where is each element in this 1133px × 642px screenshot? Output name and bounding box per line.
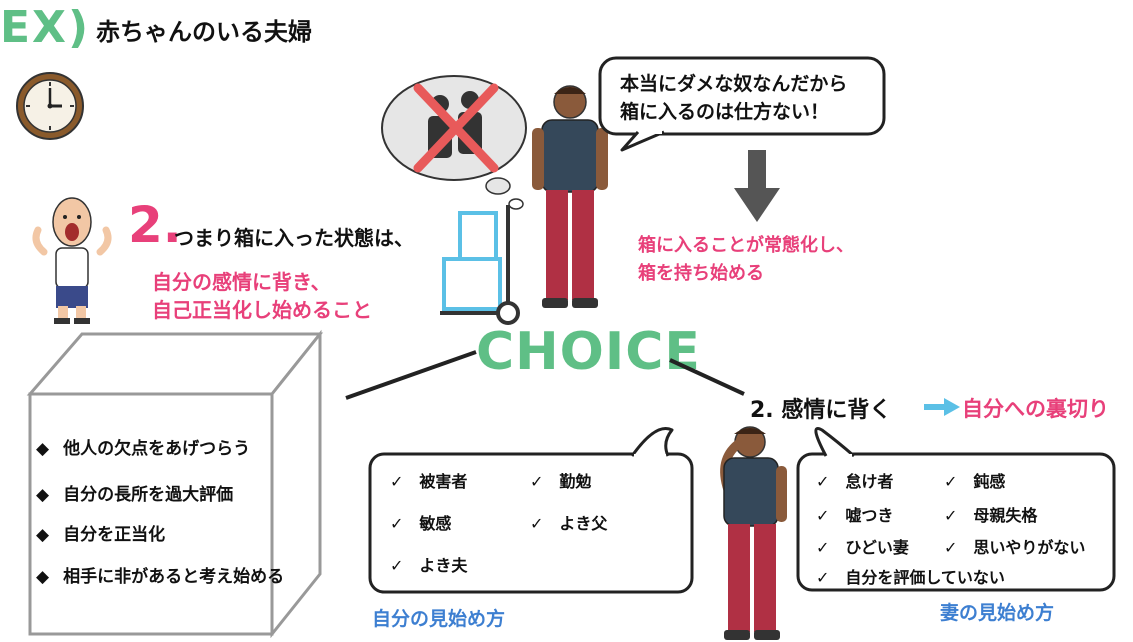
self-view-item: ✓ 敏感 xyxy=(390,510,451,534)
wife-view-item-label: 自分を評価していない xyxy=(845,568,1005,587)
box-behavior-label: 自分の長所を過大評価 xyxy=(63,485,234,505)
wife-view-item: ✓ ひどい妻 xyxy=(816,534,909,558)
wife-view-item-label: ひどい妻 xyxy=(845,538,909,557)
check-icon: ✓ xyxy=(816,472,830,491)
self-view-item-label: 勤勉 xyxy=(559,472,592,491)
choice-branch-lines xyxy=(345,350,745,400)
result-line-1: 箱に入ることが常態化し、 xyxy=(638,235,854,256)
worried-man-illustration xyxy=(32,197,112,324)
speech-text-top: 本当にダメな奴なんだから 箱に入るのは仕方ない！ xyxy=(620,70,890,126)
diamond-bullet: ◆ xyxy=(36,439,50,459)
branch-result: 自分への裏切り xyxy=(962,397,1109,421)
wife-view-item: ✓ 自分を評価していない xyxy=(816,564,1005,588)
cross-icon xyxy=(413,83,499,173)
thinking-man-illustration xyxy=(720,426,787,640)
wife-view-item: ✓ 思いやりがない xyxy=(944,534,1085,558)
check-icon: ✓ xyxy=(944,472,958,491)
point-subtext-line1: 自分の感情に背き、 xyxy=(152,270,331,294)
check-icon: ✓ xyxy=(816,506,830,525)
wife-view-item-label: 母親失格 xyxy=(973,506,1038,525)
point-number: 2. xyxy=(128,196,182,254)
self-view-item: ✓ 勤勉 xyxy=(530,468,591,492)
right-arrow-icon xyxy=(924,398,960,416)
choice-label: CHOICE xyxy=(476,322,701,382)
ex-label: EX) xyxy=(0,2,91,53)
standing-man-illustration xyxy=(532,85,608,308)
self-view-caption: 自分の見始め方 xyxy=(372,608,506,630)
box-behavior-item: ◆ 相手に非があると考え始める xyxy=(36,562,284,587)
box-behavior-item: ◆ 自分を正当化 xyxy=(36,520,165,545)
self-view-item-label: 敏感 xyxy=(419,514,452,533)
wife-view-item-label: 嘘つき xyxy=(845,506,894,525)
check-icon: ✓ xyxy=(816,538,830,557)
box-behavior-label: 相手に非があると考え始める xyxy=(63,567,285,587)
result-line-2: 箱を持ち始める xyxy=(638,263,764,284)
check-icon: ✓ xyxy=(530,472,544,491)
wife-view-item-label: 怠け者 xyxy=(845,472,894,491)
clock-icon xyxy=(16,72,84,140)
down-arrow-icon xyxy=(734,150,780,222)
wife-view-caption: 妻の見始め方 xyxy=(940,602,1055,624)
speech-bubble-top xyxy=(598,56,886,152)
diamond-bullet: ◆ xyxy=(36,485,50,505)
wife-view-bubble xyxy=(796,427,1116,592)
check-icon: ✓ xyxy=(390,514,404,533)
point-subtext-line2: 自己正当化し始めること xyxy=(152,298,372,322)
self-view-item-label: 被害者 xyxy=(419,472,468,491)
wife-view-item: ✓ 鈍感 xyxy=(944,468,1005,492)
check-icon: ✓ xyxy=(530,514,544,533)
self-view-item: ✓ よき父 xyxy=(530,510,607,534)
wife-view-item: ✓ 母親失格 xyxy=(944,502,1037,526)
hand-truck xyxy=(440,205,520,325)
branch-label: 2. 感情に背く xyxy=(750,398,892,423)
box-behavior-label: 自分を正当化 xyxy=(63,525,166,545)
speech-line-1: 本当にダメな奴なんだから xyxy=(620,73,848,95)
wife-view-item-label: 鈍感 xyxy=(973,472,1006,491)
self-view-item-label: よき夫 xyxy=(419,556,468,575)
self-view-bubble xyxy=(368,427,694,594)
wife-view-item-label: 思いやりがない xyxy=(973,538,1086,557)
box-behavior-label: 他人の欠点をあげつらう xyxy=(63,439,251,459)
point-text: つまり箱に入った状態は、 xyxy=(174,226,414,250)
diamond-bullet: ◆ xyxy=(36,525,50,545)
box-illustration xyxy=(26,329,324,638)
diamond-bullet: ◆ xyxy=(36,567,50,587)
speech-line-2: 箱に入るのは仕方ない！ xyxy=(620,101,830,123)
box-behavior-item: ◆ 他人の欠点をあげつらう xyxy=(36,434,250,459)
result-text-top: 箱に入ることが常態化し、 箱を持ち始める xyxy=(638,232,854,288)
box-behavior-item: ◆ 自分の長所を過大評価 xyxy=(36,480,233,505)
check-icon: ✓ xyxy=(816,568,830,587)
self-view-item: ✓ 被害者 xyxy=(390,468,467,492)
self-view-item: ✓ よき夫 xyxy=(390,552,467,576)
check-icon: ✓ xyxy=(390,472,404,491)
wife-view-item: ✓ 怠け者 xyxy=(816,468,893,492)
check-icon: ✓ xyxy=(944,538,958,557)
wife-view-item: ✓ 嘘つき xyxy=(816,502,893,526)
self-view-item-label: よき父 xyxy=(559,514,608,533)
page-title: 赤ちゃんのいる夫婦 xyxy=(96,18,312,46)
check-icon: ✓ xyxy=(390,556,404,575)
thought-bubble xyxy=(381,75,527,210)
check-icon: ✓ xyxy=(944,506,958,525)
